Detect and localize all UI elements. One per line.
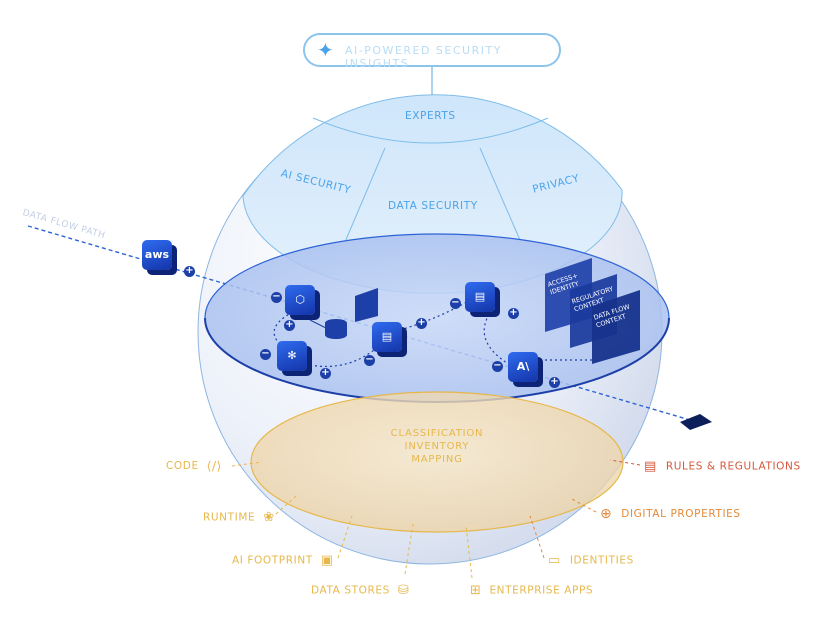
experts-label: EXPERTS xyxy=(405,110,456,122)
anthropic-plus-port[interactable]: + xyxy=(549,376,560,388)
digital-label-row: ⊕ DIGITAL PROPERTIES xyxy=(600,506,741,522)
table-right-plus-port[interactable]: + xyxy=(508,307,519,319)
aws-logo: aws xyxy=(144,248,170,261)
brain-icon: ❀ xyxy=(263,510,275,525)
database-icon: ⛁ xyxy=(397,583,410,598)
aws-plus-port[interactable]: + xyxy=(184,265,195,277)
mapping-label: MAPPING xyxy=(411,454,463,465)
runtime-label-row: RUNTIME ❀ xyxy=(203,510,275,525)
snowflake-plus-port[interactable]: + xyxy=(320,367,331,379)
snowflake-node[interactable]: ✻ xyxy=(277,341,307,371)
apps-icon: ⊞ xyxy=(470,583,482,598)
rules-label-row: ▤ RULES & REGULATIONS xyxy=(644,459,801,474)
page-title: AI-POWERED SECURITY INSIGHTS xyxy=(345,44,502,70)
table-left-plus-port[interactable]: + xyxy=(416,317,427,329)
digital-label: DIGITAL PROPERTIES xyxy=(621,508,741,520)
id-card-icon: ▭ xyxy=(548,553,561,568)
table-left-minus-port[interactable]: − xyxy=(364,354,375,366)
base-labels: CLASSIFICATION INVENTORY MAPPING xyxy=(362,427,512,466)
data-stores-label-row: DATA STORES ⛁ xyxy=(311,583,409,598)
document-icon: ▤ xyxy=(644,459,657,474)
ai-footprint-label-row: AI FOOTPRINT ▣ xyxy=(232,553,334,568)
globe-icon: ⊕ xyxy=(600,506,613,522)
data-security-label: DATA SECURITY xyxy=(388,200,478,212)
anthropic-minus-port[interactable]: − xyxy=(492,360,503,372)
identities-label-row: ▭ IDENTITIES xyxy=(548,553,634,568)
code-icon: ⟨/⟩ xyxy=(206,459,222,473)
base-disk xyxy=(250,391,624,533)
inventory-label: INVENTORY xyxy=(404,441,470,452)
title-pill: ✦ AI-POWERED SECURITY INSIGHTS xyxy=(303,33,561,70)
runtime-label: RUNTIME xyxy=(203,511,256,524)
rules-label: RULES & REGULATIONS xyxy=(665,460,801,473)
sparkle-icon: ✦ xyxy=(317,38,334,62)
aws-node[interactable]: aws xyxy=(142,240,172,270)
identities-label: IDENTITIES xyxy=(569,554,634,567)
context-cards xyxy=(545,258,640,364)
cube-minus-port[interactable]: − xyxy=(271,291,282,303)
table-node-right[interactable]: ▤ xyxy=(465,282,495,312)
enterprise-apps-label-row: ⊞ ENTERPRISE APPS xyxy=(470,583,593,598)
ai-footprint-label: AI FOOTPRINT xyxy=(232,554,313,567)
chip-icon: ▣ xyxy=(320,553,334,568)
code-label: CODE xyxy=(166,460,199,472)
enterprise-apps-label: ENTERPRISE APPS xyxy=(489,584,594,597)
cube-plus-port[interactable]: + xyxy=(284,319,295,331)
code-label-row: CODE ⟨/⟩ xyxy=(166,459,222,473)
snowflake-minus-port[interactable]: − xyxy=(260,348,271,360)
classification-label: CLASSIFICATION xyxy=(390,428,484,439)
table-right-minus-port[interactable]: − xyxy=(450,297,461,309)
anthropic-node[interactable]: A\ xyxy=(508,352,538,382)
data-flow-arrow xyxy=(680,414,712,430)
cube-node[interactable]: ⬡ xyxy=(285,285,315,315)
table-node-left[interactable]: ▤ xyxy=(372,322,402,352)
data-stores-label: DATA STORES xyxy=(311,584,390,597)
